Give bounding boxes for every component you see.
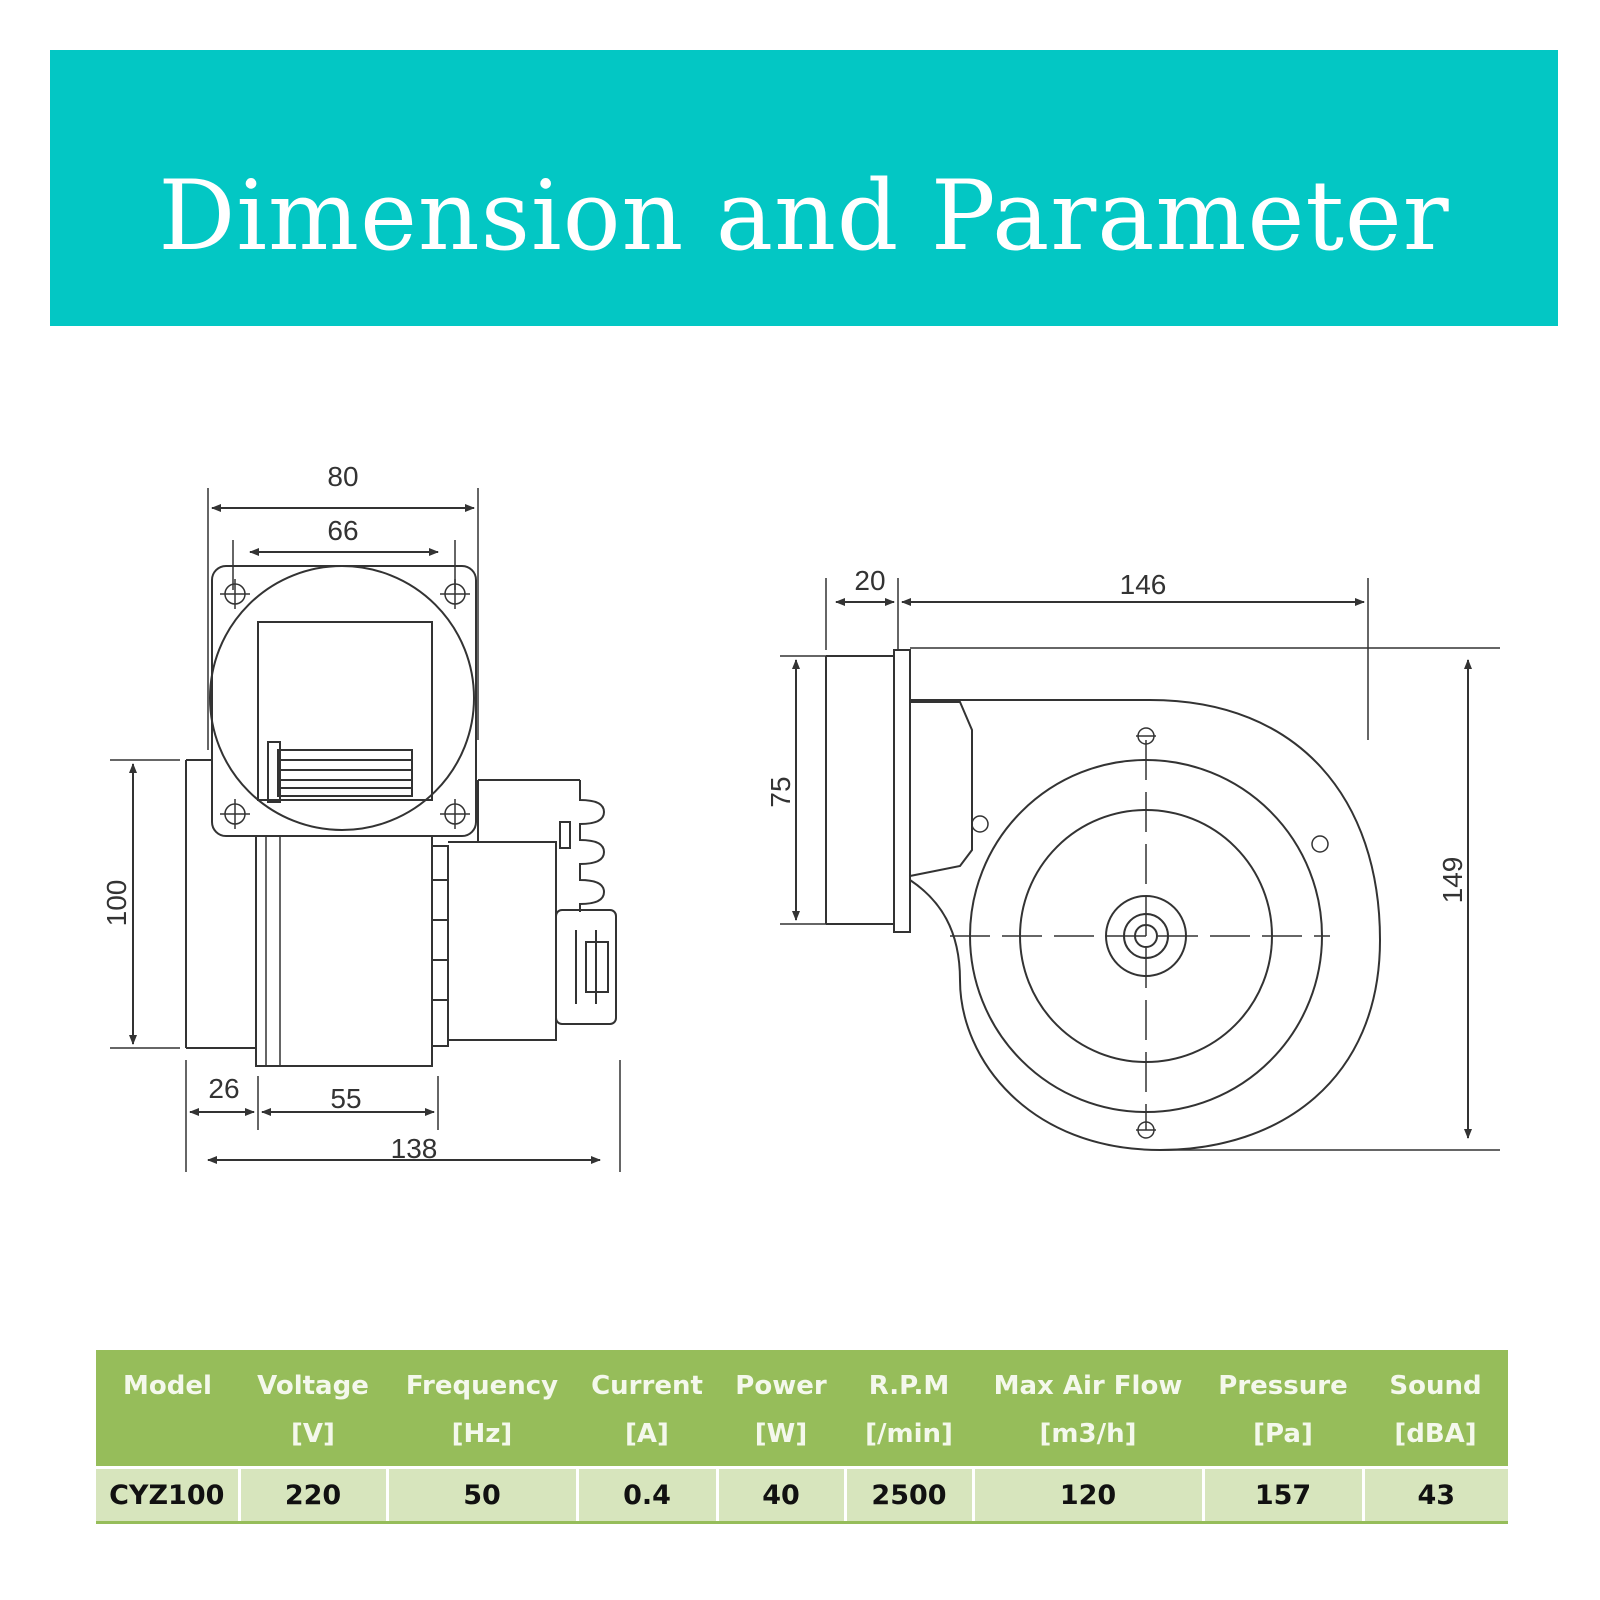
cell-power: 40 [715,1466,845,1524]
col-rpm: R.P.M[/min] [845,1350,973,1468]
dim-149: 149 [1437,857,1468,904]
col-pressure: Pressure[Pa] [1203,1350,1363,1468]
col-power: Power[W] [717,1350,845,1468]
dim-100: 100 [101,880,132,927]
side-view [780,578,1500,1152]
cell-frequency: 50 [385,1466,577,1524]
col-frequency: Frequency[Hz] [387,1350,577,1468]
col-voltage: Voltage[V] [239,1350,387,1468]
cell-current: 0.4 [575,1466,717,1524]
parameter-table: Model Voltage[V] Frequency[Hz] Current[A… [96,1350,1508,1524]
col-sound: Sound[dBA] [1363,1350,1508,1468]
front-view [110,488,621,1172]
cell-voltage: 220 [237,1466,387,1524]
cell-sound: 43 [1361,1466,1508,1524]
dim-75: 75 [765,776,796,807]
dim-55: 55 [330,1083,361,1114]
cell-rpm: 2500 [843,1466,973,1524]
cell-model: CYZ100 [96,1466,239,1524]
col-current: Current[A] [577,1350,717,1468]
dim-146: 146 [1120,569,1167,600]
cell-max-air-flow: 120 [971,1466,1203,1524]
table-header-row: Model Voltage[V] Frequency[Hz] Current[A… [96,1350,1508,1468]
dim-66: 66 [327,515,358,546]
col-model: Model [96,1350,239,1468]
dimension-drawings: 80 66 100 26 55 138 [0,330,1600,1230]
dimension-diagram: 80 66 100 26 55 138 [101,461,1500,1172]
cell-pressure: 157 [1201,1466,1363,1524]
dim-80: 80 [327,461,358,492]
col-max-air-flow: Max Air Flow[m3/h] [973,1350,1203,1468]
dim-26: 26 [208,1073,239,1104]
title-banner: Dimension and Parameter [50,50,1558,326]
table-row: CYZ100 220 50 0.4 40 2500 120 157 43 [96,1466,1508,1524]
page-title: Dimension and Parameter [158,160,1450,272]
dim-20: 20 [854,565,885,596]
dim-138: 138 [391,1133,438,1164]
